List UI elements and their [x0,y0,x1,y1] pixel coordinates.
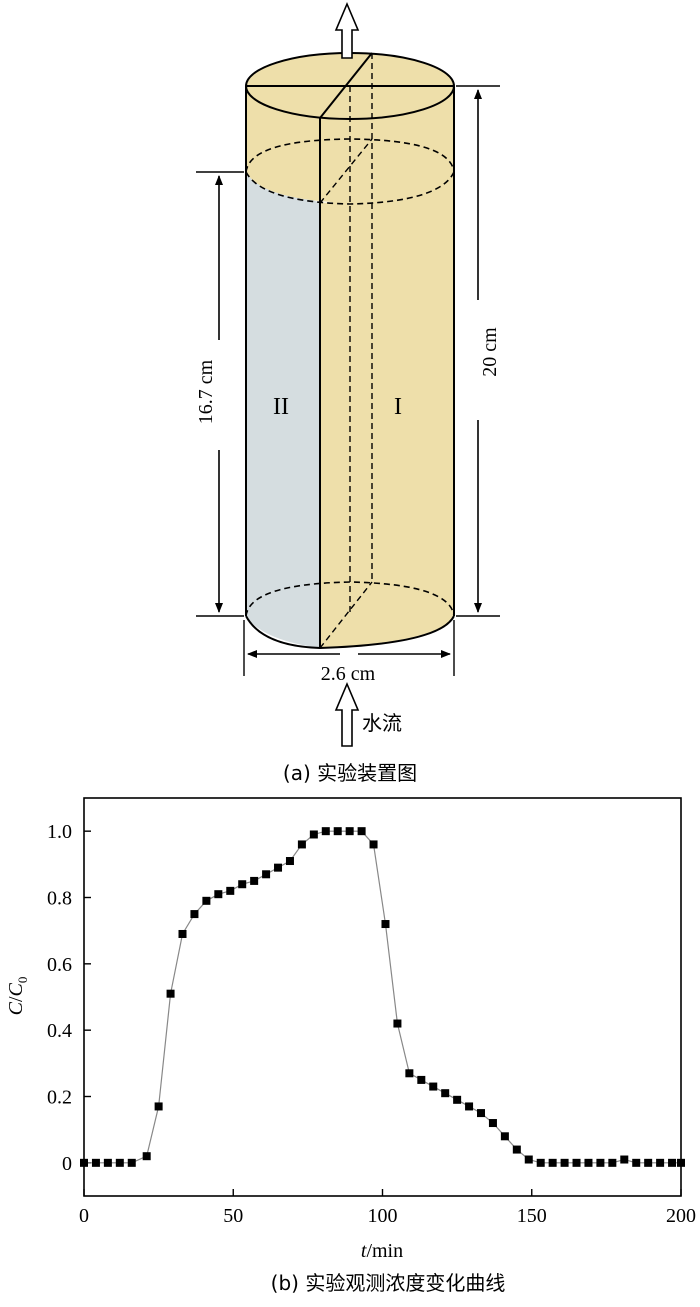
data-point [596,1158,605,1167]
data-point [677,1158,685,1167]
data-point [190,910,199,919]
y-tick-label: 0.8 [47,888,72,910]
flow-label: 水流 [362,711,402,735]
zone-ii-label: II [273,394,289,420]
data-point [321,827,330,836]
axis-ticks: 0 50 100 150 200 0 0.2 0.4 0.6 0.8 1.0 [47,821,696,1227]
data-point [115,1158,124,1167]
data-point [226,886,235,895]
data-point [178,929,187,938]
data-point [262,870,271,879]
data-point [80,1158,88,1167]
data-point [405,1069,414,1078]
data-point [309,830,318,839]
data-point [202,896,211,905]
data-point [488,1119,497,1128]
data-series [80,827,685,1167]
y-tick-label: 0 [62,1153,72,1175]
data-point [154,1102,163,1111]
y-axis-label: C/C0 [5,977,30,1016]
dim-26-label: 2.6 cm [321,663,376,685]
data-point [214,890,223,899]
data-point [524,1155,533,1164]
y-tick-label: 0.4 [47,1020,72,1042]
data-point [453,1095,462,1104]
y-tick-label: 0.2 [47,1087,72,1109]
data-point [297,840,306,849]
data-point [417,1075,426,1084]
data-point [250,876,259,885]
data-point [381,920,390,929]
data-point [500,1132,509,1141]
y-tick-label: 0.6 [47,954,72,976]
data-point [572,1158,581,1167]
bottom-ellipse-front [245,615,455,650]
data-point [274,863,283,872]
dim-20-label: 20 cm [479,327,501,377]
data-point [357,827,366,836]
caption-a: (a) 实验装置图 [283,761,417,785]
partition-bottom-edge [319,581,373,649]
data-point [369,840,378,849]
inlet-arrow-icon [334,681,360,747]
data-point [584,1158,593,1167]
data-point [393,1019,402,1028]
data-point [620,1155,629,1164]
data-point [512,1145,521,1154]
data-point [91,1158,100,1167]
data-point [560,1158,569,1167]
data-point [285,857,294,866]
data-point [441,1089,450,1098]
data-point [333,827,342,836]
data-point [608,1158,617,1167]
x-tick-label: 50 [223,1205,243,1227]
data-point [103,1158,112,1167]
data-point [127,1158,136,1167]
data-point [166,989,175,998]
water-level-front [245,171,455,205]
y-tick-label: 1.0 [47,821,72,843]
apparatus-diagram: 水流 20 cm 16.7 cm 2.6 cm II I (a) 实验装置图 [195,1,501,785]
data-point [142,1152,151,1161]
x-tick-label: 150 [517,1205,547,1227]
zone-ii-fill [246,172,320,648]
x-tick-label: 200 [666,1205,696,1227]
data-point [536,1158,545,1167]
x-tick-label: 0 [79,1205,89,1227]
data-point [548,1158,557,1167]
outlet-arrow-icon [334,1,360,59]
data-point [345,827,354,836]
x-axis-label: t/min [361,1240,403,1262]
zone-i-fill [320,172,454,648]
data-point [632,1158,641,1167]
zone-i-label: I [394,394,402,420]
data-point [465,1102,474,1111]
caption-b: (b) 实验观测浓度变化曲线 [271,1271,506,1295]
data-point [238,880,247,889]
partition-water-edge [319,138,373,204]
data-point [668,1158,677,1167]
data-point [644,1158,653,1167]
data-point [429,1082,438,1091]
x-tick-label: 100 [368,1205,398,1227]
dim-167-label: 16.7 cm [195,359,217,424]
data-point [477,1109,486,1118]
data-point [656,1158,665,1167]
